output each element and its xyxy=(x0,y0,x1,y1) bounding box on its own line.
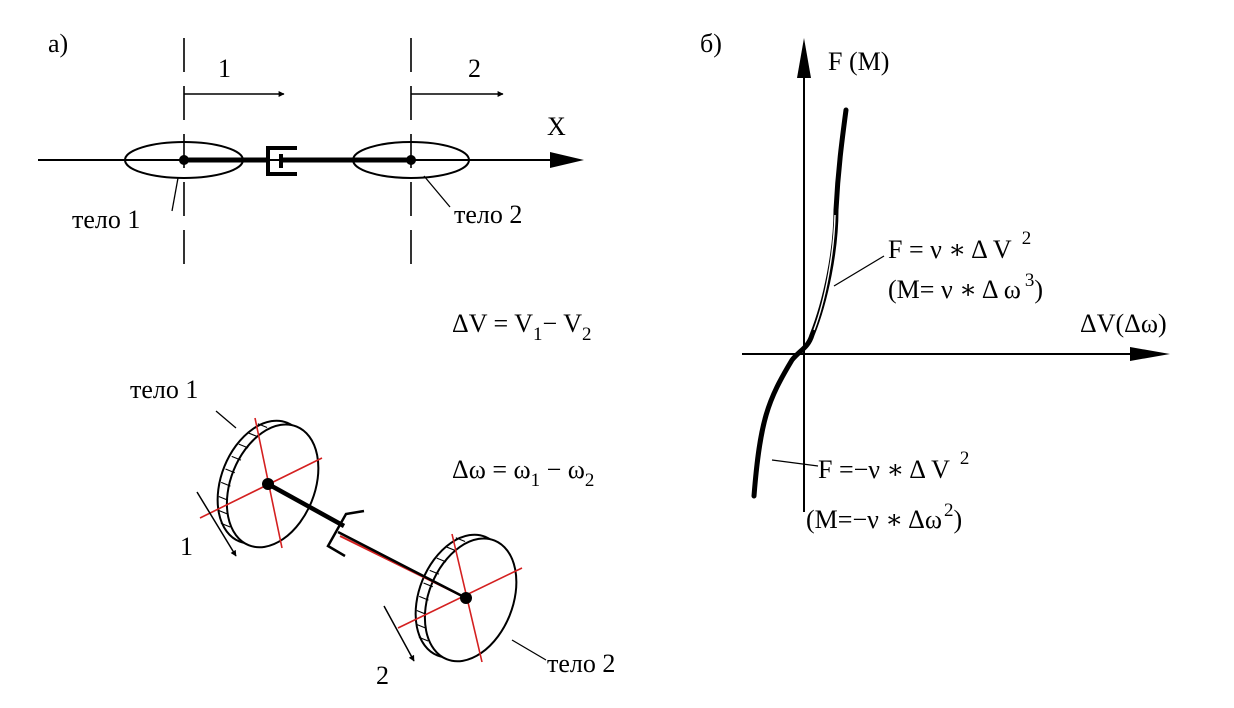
rotation-arrow-2-label: 2 xyxy=(376,661,389,690)
disk-2-center xyxy=(460,592,472,604)
rot-body-2-label: тело 2 xyxy=(547,649,615,678)
characteristic-curve-highlight xyxy=(813,214,836,331)
rot-body-1-label: тело 1 xyxy=(130,375,198,404)
positive-branch-leader xyxy=(833,255,885,287)
axle-left xyxy=(266,482,346,528)
body-1-leader xyxy=(171,177,179,212)
body-1-label: тело 1 xyxy=(72,205,140,234)
rotational-damper-group: 1 2 тело 1 тело 2 Δω = ω1 − ω2 xyxy=(130,375,615,690)
angular-velocity-difference-formula: Δω = ω1 − ω2 xyxy=(452,455,594,491)
x-axis-arrowhead xyxy=(550,152,584,168)
panel-a-label: а) xyxy=(48,29,68,58)
disk-1-crosshair-a xyxy=(199,457,323,519)
body-2-label: тело 2 xyxy=(454,200,522,229)
x-axis-label: X xyxy=(547,112,566,141)
direction-arrow-1-label: 1 xyxy=(218,54,231,83)
linear-damper-group: X 1 2 тело 1 тело 2 ΔV = V1− V2 xyxy=(38,38,591,345)
dv-axis-label: ΔV(Δω) xyxy=(1080,309,1167,338)
axle-right xyxy=(337,530,467,600)
body-2-center xyxy=(406,155,416,165)
disk-1-center xyxy=(262,478,274,490)
rotation-arrow-1-label: 1 xyxy=(180,532,193,561)
body-1-center xyxy=(179,155,189,165)
rotation-arrow-1 xyxy=(196,491,237,557)
negative-branch-leader xyxy=(771,459,819,467)
rotation-arrow-2 xyxy=(383,605,415,662)
velocity-difference-formula: ΔV = V1− V2 xyxy=(452,309,591,345)
direction-arrow-2-label: 2 xyxy=(468,54,481,83)
damper-cylinder xyxy=(266,146,297,176)
panel-b-label: б) xyxy=(700,29,722,58)
dv-axis-arrowhead xyxy=(1130,347,1170,361)
f-axis-arrowhead xyxy=(797,38,811,78)
rot-body-1-leader xyxy=(215,410,237,429)
characteristic-curve xyxy=(751,107,849,499)
rotary-damper-cylinder xyxy=(326,509,365,558)
body-2-leader xyxy=(423,175,451,208)
rot-body-2-leader xyxy=(511,639,547,661)
f-axis-label: F (M) xyxy=(828,47,889,76)
